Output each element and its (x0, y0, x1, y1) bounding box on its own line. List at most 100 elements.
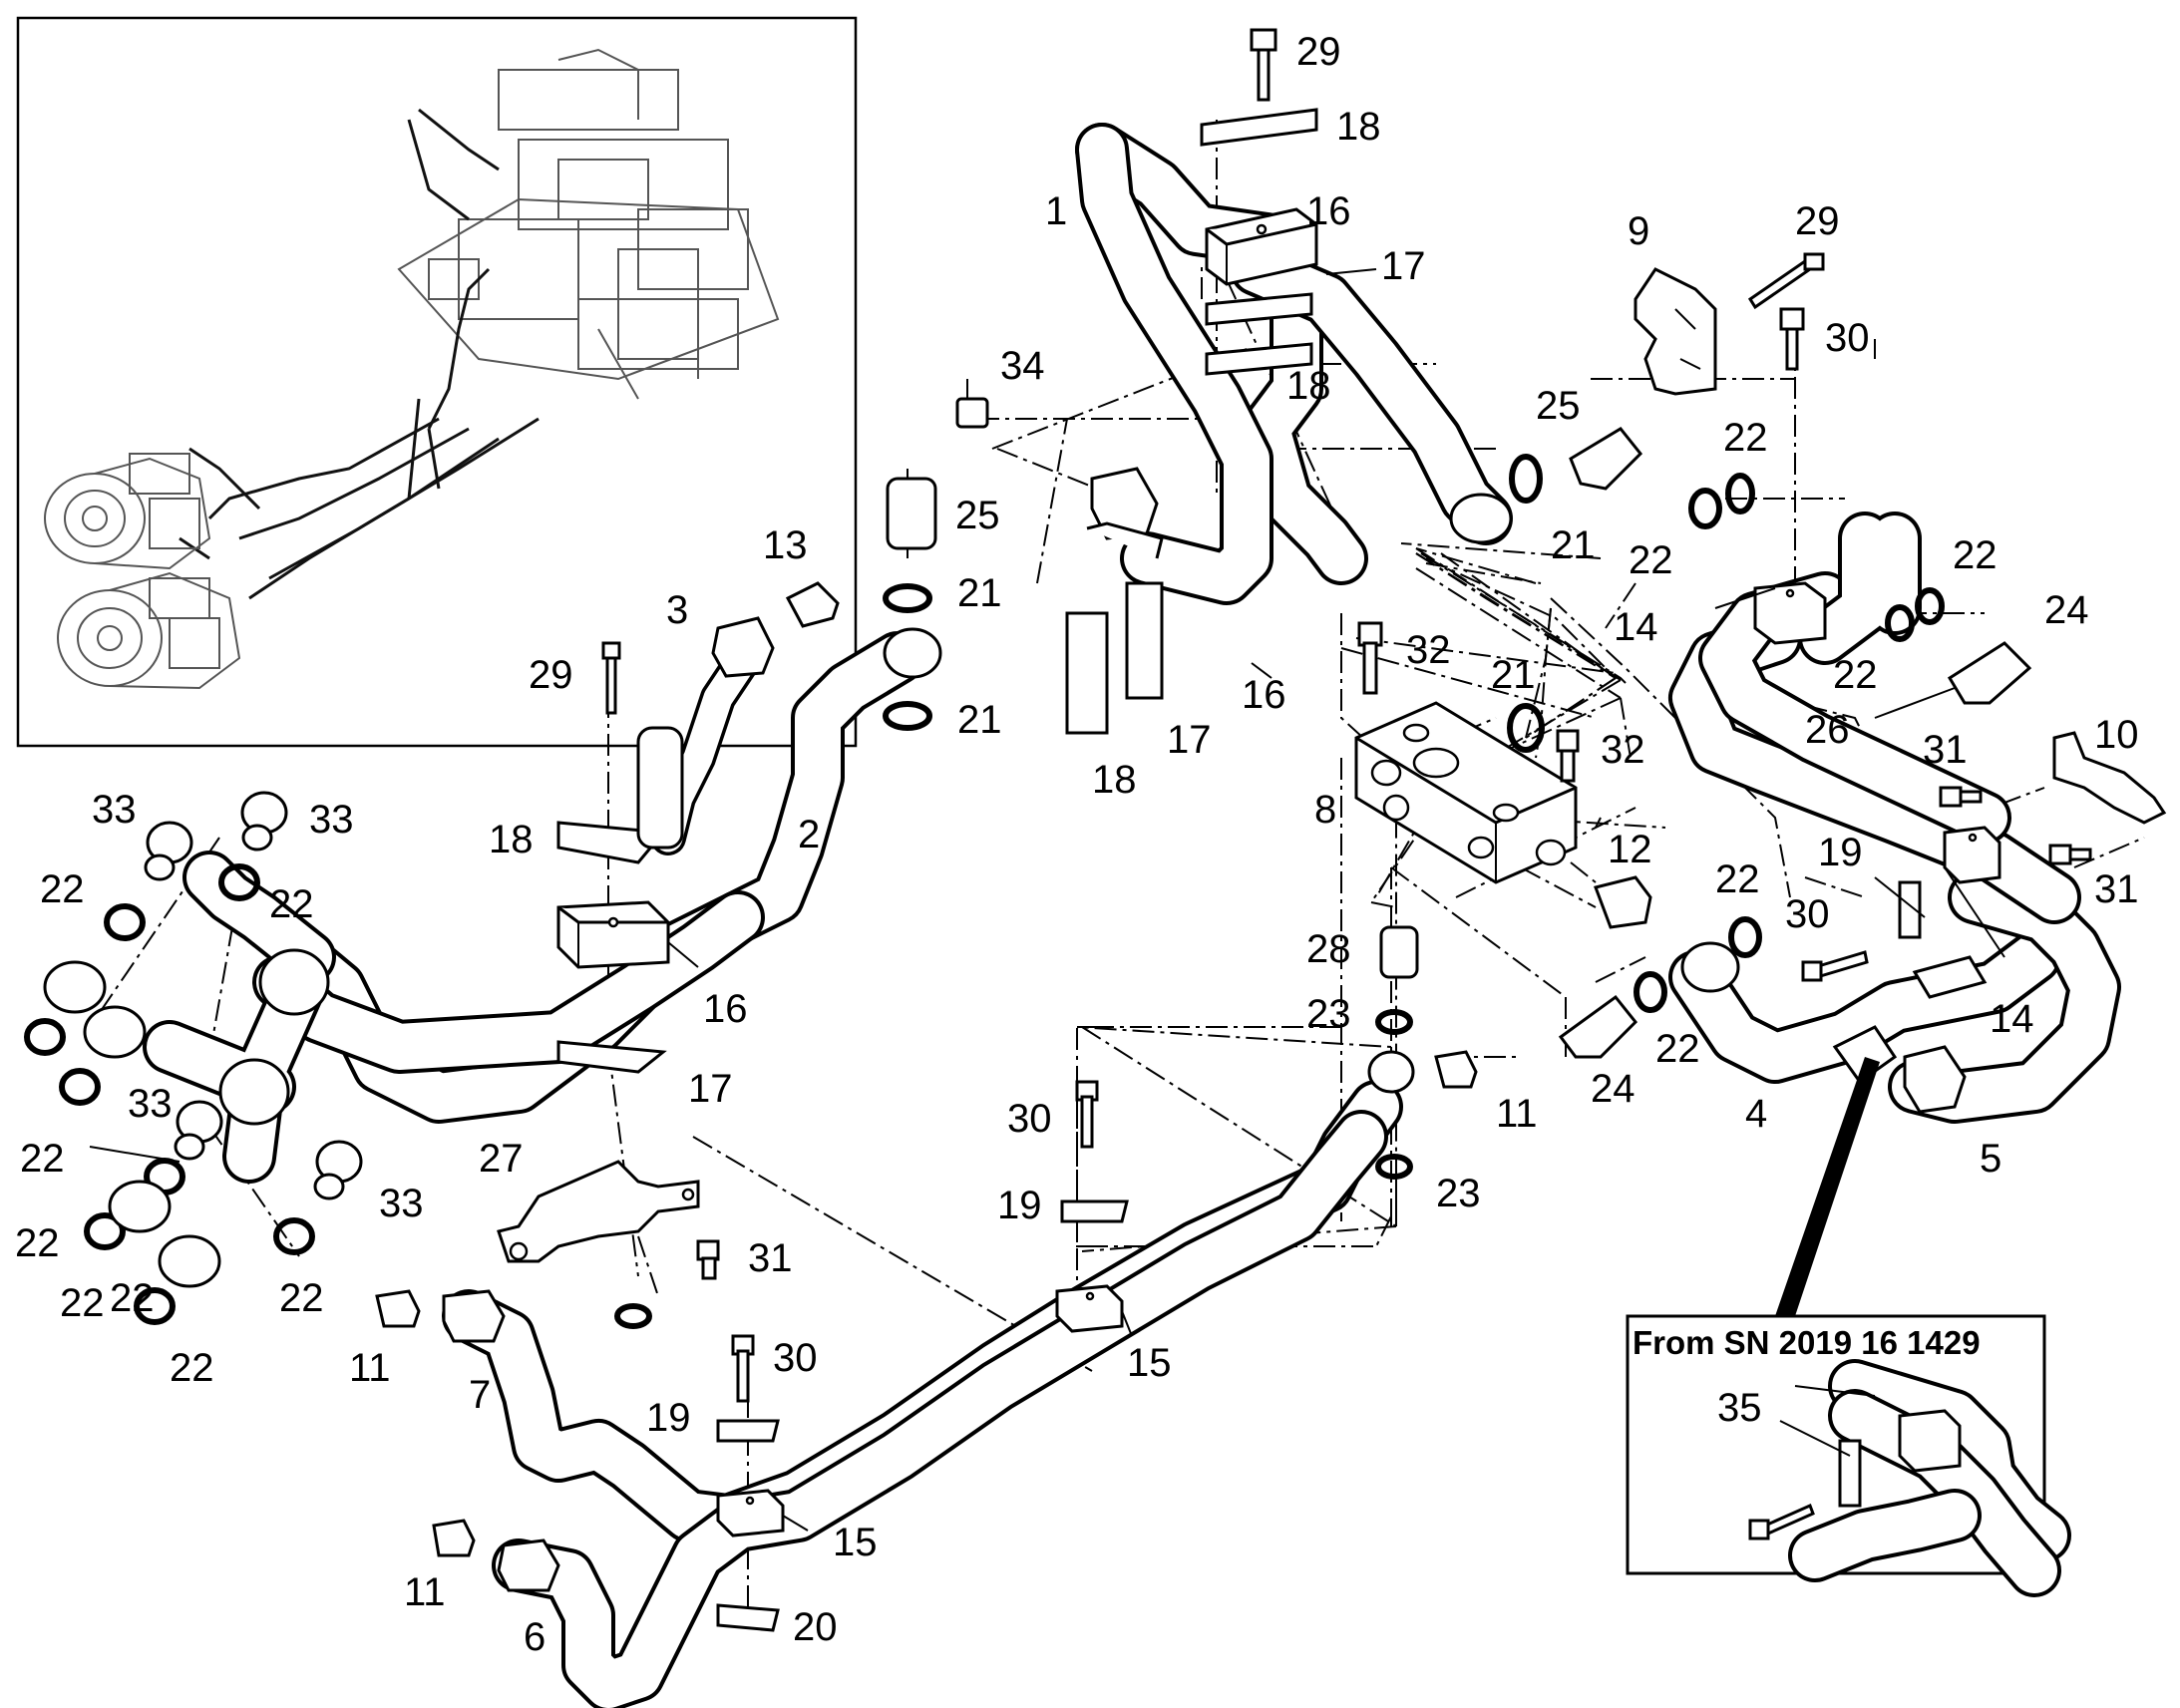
quick-coupler-5 (1912, 955, 1988, 999)
clamp-16-main (556, 900, 670, 969)
bolt-32-top (1357, 621, 1383, 695)
clamp-14-lower (1943, 826, 2001, 884)
fitting-11-upper (375, 1289, 421, 1328)
callout-16-left: 16 (1242, 673, 1286, 717)
callout-18-main: 18 (489, 818, 534, 861)
clamp-16-upper (1205, 207, 1318, 286)
callout-33-b: 33 (309, 798, 354, 842)
callout-9: 9 (1628, 209, 1649, 253)
callout-25-right: 25 (1536, 384, 1581, 428)
bolt-30-mid (1075, 1080, 1099, 1149)
callout-16-upper: 16 (1306, 189, 1351, 233)
bracket-10 (2052, 731, 2167, 825)
callout-35: 35 (1717, 1386, 1762, 1430)
callout-33-a: 33 (92, 788, 137, 832)
callout-29-right: 29 (1795, 199, 1840, 243)
bolt-31-b (2048, 844, 2092, 865)
callout-11-upper: 11 (349, 1346, 391, 1390)
bolt-31-c (696, 1239, 720, 1280)
banjo-bolt-25-left (886, 477, 937, 550)
nut-6 (497, 1538, 560, 1592)
detail-clamp (1898, 1409, 1962, 1473)
bolt-30-side (1801, 950, 1869, 982)
bolt-30-lower (731, 1334, 755, 1403)
fitting-11-mid (1434, 1050, 1478, 1089)
callout-32-top: 32 (1406, 628, 1451, 672)
overview-pump-lower-sketch (57, 571, 241, 690)
callout-23-b: 23 (1436, 1172, 1481, 1215)
callout-22-b: 22 (1629, 538, 1673, 582)
callout-25-left: 25 (955, 494, 1000, 537)
callout-30-right: 30 (1825, 316, 1870, 360)
cap-33-d (313, 1140, 363, 1200)
callout-31-c: 31 (748, 1236, 793, 1280)
callout-15-mid: 15 (1127, 1341, 1172, 1385)
fitting-12 (1594, 875, 1652, 929)
callout-30-mid: 30 (1007, 1097, 1052, 1141)
callout-17-left: 17 (1167, 718, 1212, 762)
callout-20: 20 (793, 1605, 838, 1649)
callout-1: 1 (1045, 189, 1067, 233)
nut-3 (711, 616, 775, 678)
detail-inset: From SN 2019 16 1429 35 (1626, 1314, 2071, 1597)
nut-5 (1903, 1045, 1967, 1114)
callout-21-d: 21 (1491, 653, 1536, 697)
callout-4: 4 (1745, 1092, 1767, 1136)
callout-34: 34 (1000, 344, 1045, 388)
bolts (601, 28, 2092, 1403)
callout-22-f: 22 (1655, 1027, 1700, 1071)
callout-10: 10 (2094, 713, 2139, 757)
fitting-11-lower (432, 1519, 476, 1557)
callout-8: 8 (1314, 788, 1336, 832)
callout-22-l: 22 (170, 1346, 214, 1390)
callout-11-mid: 11 (1496, 1092, 1538, 1136)
banjo-bolt-28 (1379, 925, 1419, 979)
callout-31-b: 31 (2094, 867, 2139, 911)
callout-31-a: 31 (1923, 728, 1968, 772)
callout-23-a: 23 (1306, 992, 1351, 1036)
cap-33-c (174, 1100, 223, 1161)
banjo-eye-2 (883, 627, 942, 679)
callout-14-lower: 14 (1990, 997, 2034, 1041)
detail-plate-35 (1838, 1439, 1862, 1508)
callout-13: 13 (763, 523, 808, 567)
overview-hose-routing-sketch (179, 108, 540, 600)
callout-22-k: 22 (279, 1276, 324, 1320)
callout-11-lower: 11 (404, 1570, 446, 1614)
callout-22-g: 22 (40, 867, 85, 911)
callout-17-main: 17 (688, 1067, 733, 1111)
tube-end-eyes (43, 948, 330, 1288)
callout-22-n: 22 (60, 1281, 105, 1325)
nut-7 (442, 1289, 506, 1343)
callout-33-d: 33 (379, 1182, 424, 1225)
callout-6: 6 (524, 1615, 545, 1659)
callout-21-c: 21 (1551, 523, 1596, 567)
callout-33-c: 33 (128, 1082, 173, 1126)
bolt-30-right (1779, 307, 1805, 371)
callout-14-upper: 14 (1614, 605, 1658, 649)
callout-26: 26 (1805, 708, 1850, 752)
banjo-bolt-25-right (1569, 427, 1643, 491)
callout-22-m: 22 (110, 1276, 155, 1320)
detail-inset-title: From SN 2019 16 1429 (1633, 1324, 1981, 1361)
block-8 (1354, 701, 1578, 884)
callout-3: 3 (666, 588, 688, 632)
quick-coupler-3 (636, 726, 684, 850)
callout-18-mid: 18 (1286, 364, 1331, 408)
callout-21-a: 21 (957, 571, 1002, 615)
detail-pointer (1775, 1057, 1880, 1316)
callout-29-left: 29 (529, 653, 573, 697)
clamp-15-mid (1055, 1284, 1124, 1333)
callout-22-j: 22 (15, 1221, 60, 1265)
callout-2: 2 (798, 813, 820, 856)
callout-22-e: 22 (1715, 857, 1760, 901)
callout-22-c: 22 (1953, 533, 1998, 577)
clamp-14-upper (1753, 581, 1827, 645)
bolt-29-right (1747, 252, 1825, 310)
banjo-eye-7 (1367, 1050, 1415, 1094)
overview-pump-upper-sketch (44, 453, 211, 570)
callout-19-right: 19 (1818, 831, 1863, 874)
callout-19-mid: 19 (997, 1184, 1042, 1227)
clamp-15-lower (716, 1489, 785, 1537)
